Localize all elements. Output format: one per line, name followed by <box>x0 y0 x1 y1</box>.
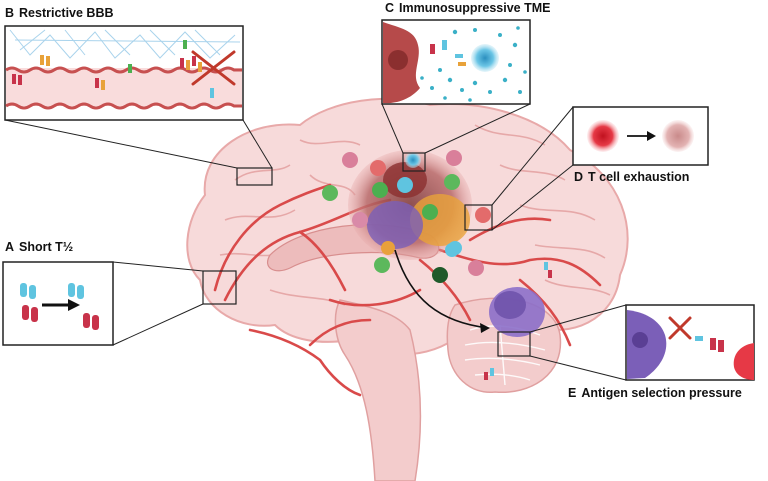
panel-title: Restrictive BBB <box>19 6 114 20</box>
antibody-icon <box>180 56 202 72</box>
exhausted-t-cell-icon <box>662 120 694 152</box>
t-cell-icon <box>444 174 460 190</box>
t-cell-icon <box>372 182 388 198</box>
cytokine-dots <box>420 26 527 102</box>
panel-e-label: E Antigen selection pressure <box>568 386 742 400</box>
t-cell-icon <box>432 267 448 283</box>
panel-e-antigen-inset <box>625 304 755 381</box>
t-cell-icon <box>342 152 358 168</box>
t-cell-icon <box>733 343 754 380</box>
tumor-cluster <box>348 150 472 260</box>
panel-letter: B <box>5 6 15 20</box>
t-cell-icon <box>422 204 438 220</box>
antibody-icon <box>20 283 38 322</box>
migration-arrow-icon <box>394 249 489 329</box>
antibody-icon <box>484 368 494 380</box>
t-cell-icon <box>471 44 499 72</box>
panel-d-exhaustion-inset <box>572 106 709 166</box>
antibody-icon <box>183 40 187 49</box>
panel-letter: C <box>385 1 395 15</box>
tumor-cell-icon <box>627 310 667 379</box>
antibody-icon <box>430 40 466 66</box>
arrow-icon <box>627 131 656 141</box>
antibody-icon <box>695 336 724 352</box>
tumor-cerebellum <box>489 287 545 337</box>
cross-icon <box>668 316 692 340</box>
antibody-icon <box>12 74 22 85</box>
t-cell-icon <box>475 207 491 223</box>
t-cell-icon <box>587 120 619 152</box>
arrow-head-icon <box>480 323 490 333</box>
t-cell-icon <box>370 160 386 176</box>
panel-letter: E <box>568 386 577 400</box>
antibody-icon <box>210 88 214 98</box>
panel-c-label: C Immunosuppressive TME <box>385 1 550 15</box>
panel-title: Short T½ <box>19 240 74 254</box>
t-cell-icon <box>352 212 368 228</box>
t-cell-icon <box>448 241 462 255</box>
antibody-icon <box>40 55 50 66</box>
connector-lines <box>4 103 627 381</box>
panel-a-label: A Short T½ <box>5 240 73 254</box>
t-cell-icon <box>468 260 484 276</box>
panel-b-label: B Restrictive BBB <box>5 6 114 20</box>
t-cell-icon <box>446 150 462 166</box>
scattered-cells <box>322 150 491 283</box>
panel-b-bbb-inset <box>4 25 244 121</box>
astrocyte-network <box>9 29 241 59</box>
t-cell-icon <box>397 177 413 193</box>
panel-a-half-life-inset <box>2 261 114 346</box>
antibody-icon <box>95 78 105 90</box>
antibody-fragment-icon <box>68 283 99 330</box>
target-boxes <box>202 152 531 357</box>
antibody-icon <box>544 262 552 278</box>
panel-title: Antigen selection pressure <box>581 386 742 400</box>
antibody-icon <box>128 64 132 73</box>
t-cell-icon <box>374 257 390 273</box>
t-cell-icon <box>381 241 395 255</box>
panel-letter: D <box>574 170 584 184</box>
panel-letter: A <box>5 240 15 254</box>
panel-title: Immunosuppressive TME <box>399 1 551 15</box>
arrow-icon <box>42 299 80 311</box>
panel-c-tme-inset <box>381 19 531 105</box>
t-cell-icon <box>405 152 421 168</box>
cross-icon <box>191 50 236 86</box>
panel-d-label: D T cell exhaustion <box>574 170 689 184</box>
panel-title: T cell exhaustion <box>588 170 690 184</box>
t-cell-icon <box>322 185 338 201</box>
